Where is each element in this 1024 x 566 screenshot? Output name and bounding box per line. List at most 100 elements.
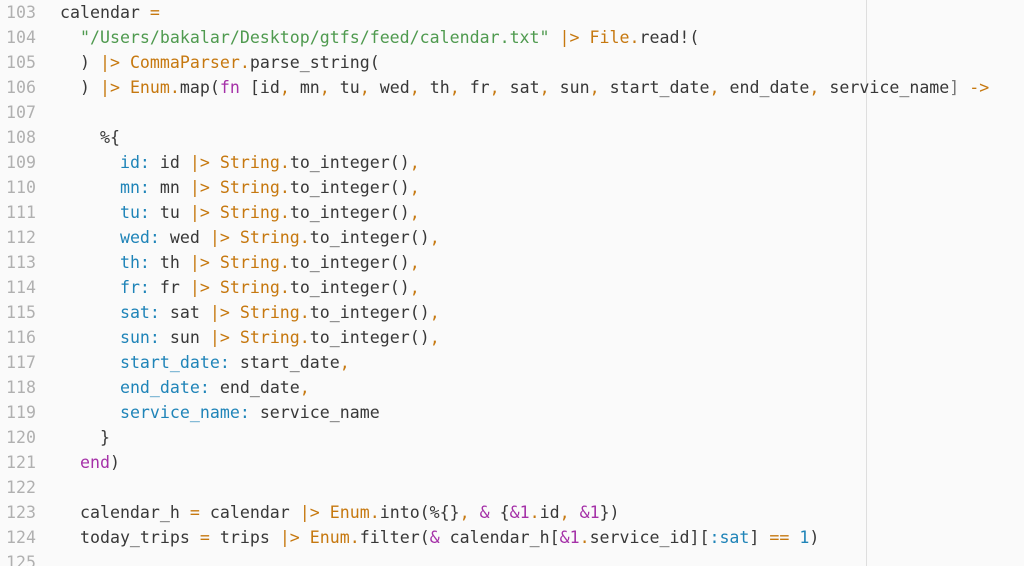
code-token: |> xyxy=(209,327,230,347)
code-line[interactable]: 114 fr: fr |> String.to_integer(), xyxy=(0,275,1024,300)
code-token: %{ xyxy=(60,127,120,147)
code-line[interactable]: 113 th: th |> String.to_integer(), xyxy=(0,250,1024,275)
code-line[interactable]: 111 tu: tu |> String.to_integer(), xyxy=(0,200,1024,225)
code-token: |> xyxy=(559,27,580,47)
line-number: 109 xyxy=(6,152,36,172)
line-number: 119 xyxy=(6,402,36,422)
code-token xyxy=(60,353,120,372)
code-token: , xyxy=(709,77,730,97)
code-line[interactable]: 107 xyxy=(0,100,1024,125)
code-token xyxy=(60,303,120,322)
code-line[interactable]: 110 mn: mn |> String.to_integer(), xyxy=(0,175,1024,200)
code-text: th: th |> String.to_integer(), xyxy=(60,250,420,275)
code-token: , xyxy=(409,152,420,172)
code-token: service_name: xyxy=(119,402,250,422)
code-token: String. xyxy=(209,177,290,197)
code-token: } xyxy=(60,427,110,447)
line-number: 113 xyxy=(6,252,36,272)
code-token: |> xyxy=(189,277,210,297)
code-token: wed xyxy=(379,77,410,97)
code-text: sat: sat |> String.to_integer(), xyxy=(60,300,440,325)
code-token: end_date xyxy=(209,377,300,397)
code-token: to_integer() xyxy=(289,177,410,197)
code-text: ) |> Enum.map(fn [id, mn, tu, wed, th, f… xyxy=(60,75,989,100)
code-token: = xyxy=(189,502,200,522)
code-text: service_name: service_name xyxy=(60,400,380,425)
code-line[interactable]: 120 } xyxy=(0,425,1024,450)
code-line[interactable]: 109 id: id |> String.to_integer(), xyxy=(0,150,1024,175)
code-line[interactable]: 125 xyxy=(0,550,1024,566)
line-number: 117 xyxy=(6,352,36,372)
code-token: , xyxy=(409,252,420,272)
code-token: }) xyxy=(599,502,620,522)
line-number: 121 xyxy=(6,452,36,472)
code-token: String. xyxy=(209,252,290,272)
code-line[interactable]: 122 xyxy=(0,475,1024,500)
line-number: 107 xyxy=(6,102,36,122)
code-line[interactable]: 116 sun: sun |> String.to_integer(), xyxy=(0,325,1024,350)
code-text: fr: fr |> String.to_integer(), xyxy=(60,275,420,300)
code-token: &1 xyxy=(579,502,600,522)
line-number: 114 xyxy=(6,277,36,297)
code-token: service_id][ xyxy=(589,527,710,547)
code-text: mn: mn |> String.to_integer(), xyxy=(60,175,420,200)
line-number: 118 xyxy=(6,377,36,397)
line-number: 115 xyxy=(6,302,36,322)
code-text: end) xyxy=(60,450,120,475)
code-token: , xyxy=(459,502,480,522)
code-token: &1 xyxy=(559,527,580,547)
code-text: end_date: end_date, xyxy=(60,375,310,400)
code-token: . xyxy=(579,527,590,547)
code-token: |> xyxy=(189,177,210,197)
code-token: trips xyxy=(209,527,280,547)
code-token: sat xyxy=(509,77,540,97)
code-token: ) xyxy=(809,527,820,547)
code-token: start_date: xyxy=(119,352,230,372)
line-number: 116 xyxy=(6,327,36,347)
code-line[interactable]: 118 end_date: end_date, xyxy=(0,375,1024,400)
code-line[interactable]: 123 calendar_h = calendar |> Enum.into(%… xyxy=(0,500,1024,525)
code-line[interactable]: 117 start_date: start_date, xyxy=(0,350,1024,375)
code-token: String. xyxy=(209,152,290,172)
code-line[interactable]: 108 %{ xyxy=(0,125,1024,150)
code-token: Enum. xyxy=(299,527,360,547)
code-token: into(%{} xyxy=(379,502,460,522)
code-line[interactable]: 121 end) xyxy=(0,450,1024,475)
code-token: "/Users/bakalar/Desktop/gtfs/feed/calend… xyxy=(79,27,550,47)
code-token: , xyxy=(559,502,580,522)
code-token: fr xyxy=(469,77,490,97)
line-number: 104 xyxy=(6,27,36,47)
code-token: |> xyxy=(189,202,210,222)
code-token: , xyxy=(429,302,440,322)
code-line[interactable]: 115 sat: sat |> String.to_integer(), xyxy=(0,300,1024,325)
code-token: [id xyxy=(239,77,280,97)
code-token: , xyxy=(409,277,420,297)
code-token: , xyxy=(279,77,300,97)
code-token: tu xyxy=(149,202,190,222)
code-line[interactable]: 119 service_name: service_name xyxy=(0,400,1024,425)
code-token: service_name xyxy=(829,77,950,97)
line-number: 123 xyxy=(6,502,36,522)
line-number: 125 xyxy=(6,552,36,566)
code-token: , xyxy=(409,202,420,222)
code-token: String. xyxy=(209,277,290,297)
code-line[interactable]: 112 wed: wed |> String.to_integer(), xyxy=(0,225,1024,250)
code-line[interactable]: 106 ) |> Enum.map(fn [id, mn, tu, wed, t… xyxy=(0,75,1024,100)
code-token: to_integer() xyxy=(289,277,410,297)
code-text: start_date: start_date, xyxy=(60,350,350,375)
code-token xyxy=(60,203,120,222)
code-token: , xyxy=(409,177,420,197)
code-line[interactable]: 104 "/Users/bakalar/Desktop/gtfs/feed/ca… xyxy=(0,25,1024,50)
code-token: , xyxy=(319,77,340,97)
code-text: tu: tu |> String.to_integer(), xyxy=(60,200,420,225)
code-line[interactable]: 105 ) |> CommaParser.parse_string( xyxy=(0,50,1024,75)
code-token: read!( xyxy=(639,27,700,47)
line-number: 124 xyxy=(6,527,36,547)
code-token: & xyxy=(479,502,490,522)
code-line[interactable]: 124 today_trips = trips |> Enum.filter(&… xyxy=(0,525,1024,550)
code-token xyxy=(60,403,120,422)
line-number: 103 xyxy=(6,2,36,22)
line-number: 110 xyxy=(6,177,36,197)
